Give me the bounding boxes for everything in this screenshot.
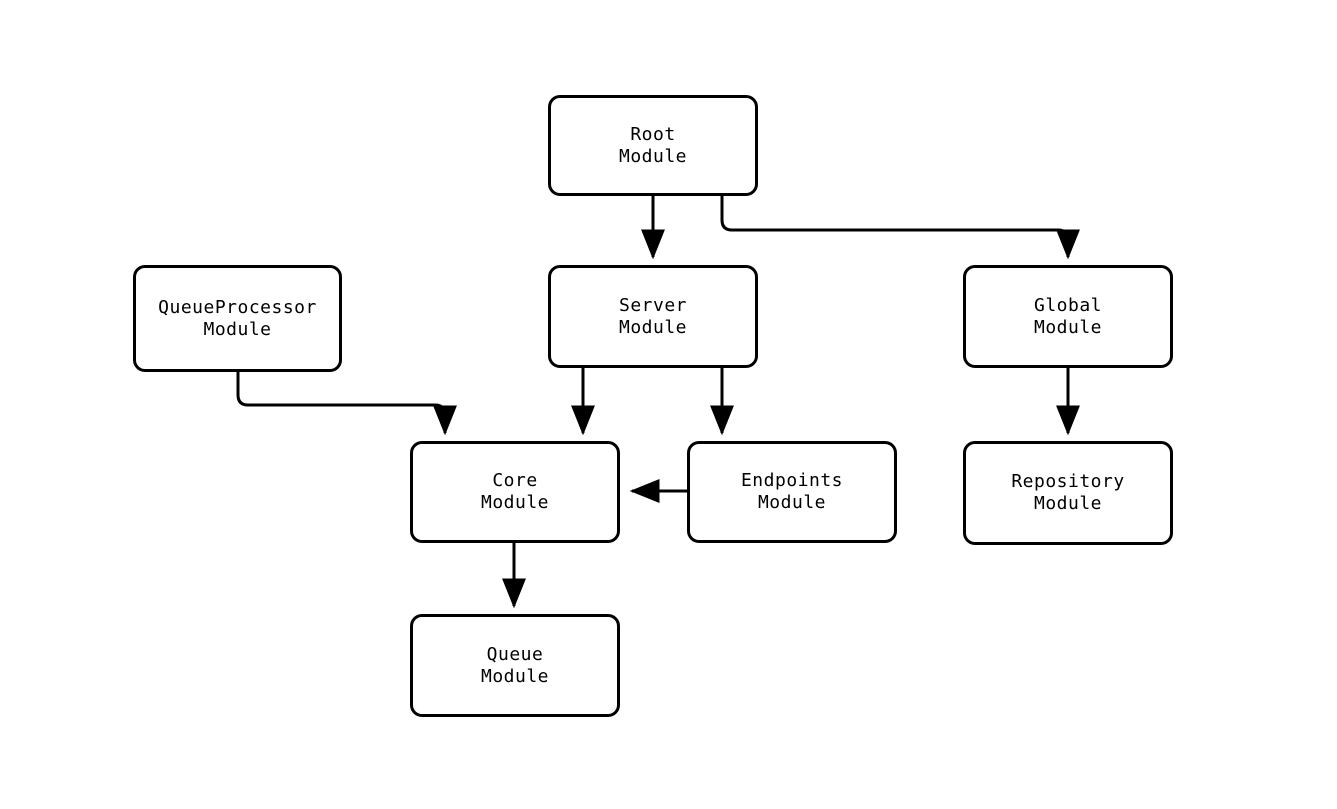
- edge-queueprocessor-core: [236, 372, 457, 436]
- node-core[interactable]: Core Module: [410, 441, 620, 543]
- node-repository[interactable]: Repository Module: [963, 441, 1173, 545]
- node-label-endpoints: Endpoints Module: [740, 470, 844, 513]
- edge-root-global: [720, 196, 1080, 260]
- node-label-repository: Repository Module: [1011, 471, 1125, 514]
- node-label-core: Core Module: [480, 470, 550, 513]
- node-label-queueprocessor: QueueProcessor Module: [158, 296, 317, 340]
- node-server[interactable]: Server Module: [548, 265, 758, 368]
- node-global[interactable]: Global Module: [963, 265, 1173, 368]
- node-endpoints[interactable]: Endpoints Module: [687, 441, 897, 543]
- node-label-server: Server Module: [618, 294, 688, 338]
- node-label-queue: Queue Module: [480, 643, 550, 687]
- node-queueprocessor[interactable]: QueueProcessor Module: [133, 265, 342, 372]
- node-label-global: Global Module: [1033, 294, 1103, 338]
- node-root[interactable]: Root Module: [548, 95, 758, 196]
- node-label-root: Root Module: [618, 123, 688, 167]
- node-queue[interactable]: Queue Module: [410, 614, 620, 717]
